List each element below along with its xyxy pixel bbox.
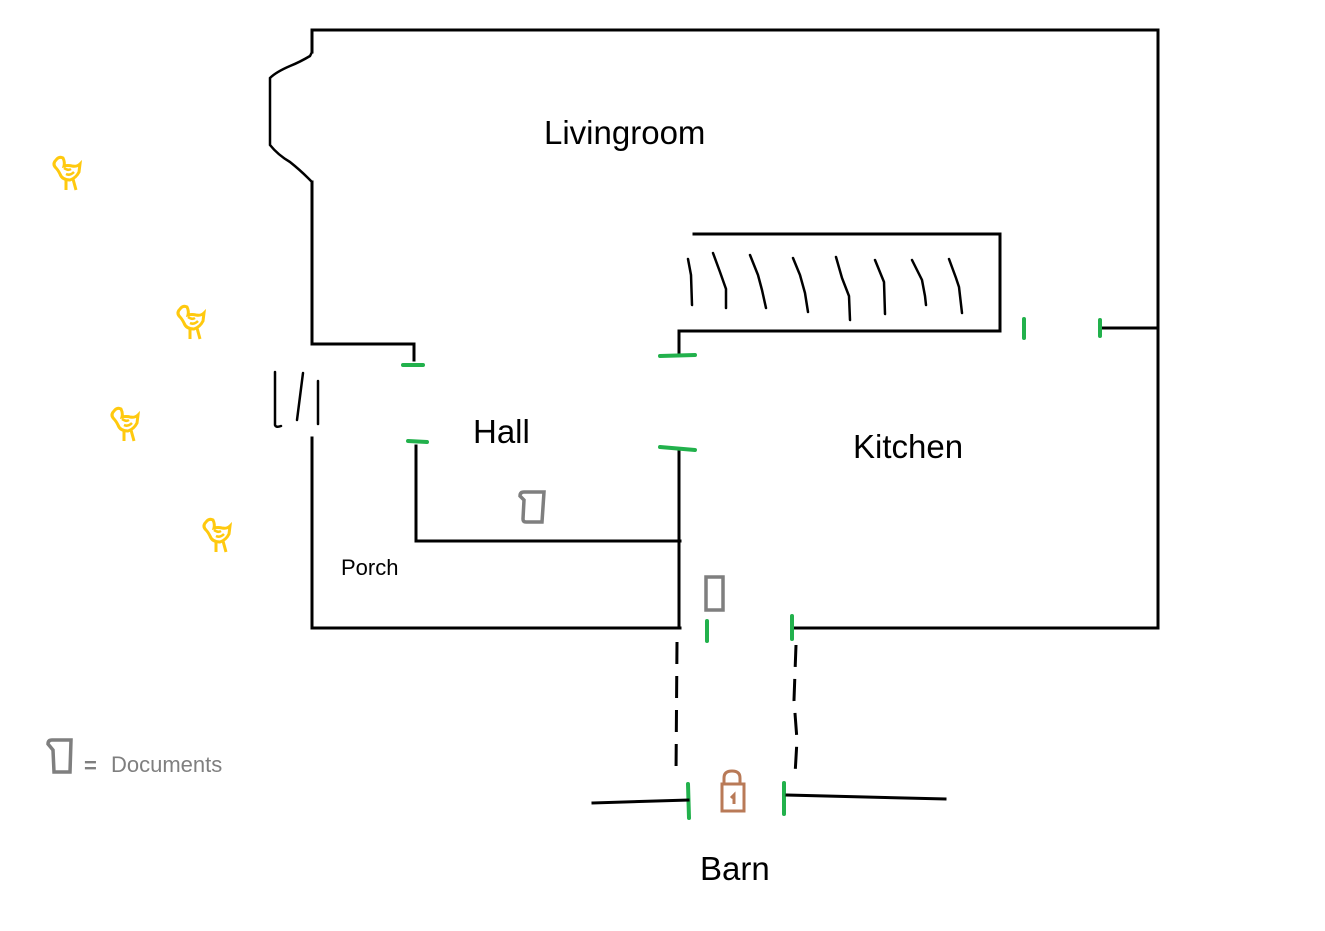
entrance-door-leaf-2	[295, 371, 305, 422]
padlock-icon[interactable]	[720, 769, 746, 813]
room-label-kitchen: Kitchen	[853, 428, 963, 465]
path-right-edge	[792, 644, 800, 780]
path-to-barn	[674, 641, 800, 780]
barn-wall-left	[591, 798, 690, 805]
chicken-icon	[202, 517, 233, 553]
path-left-edge	[674, 641, 679, 776]
staircase	[686, 232, 1002, 333]
legend-equals: =	[84, 753, 97, 778]
document-icon-kitchen[interactable]	[704, 575, 725, 612]
door-kitchen-hall-bottom[interactable]	[658, 445, 697, 452]
bay-window	[268, 50, 314, 184]
entrance-door-leaf-1	[273, 370, 283, 429]
room-label-hall: Hall	[473, 413, 530, 450]
staircase-outline	[692, 232, 1002, 333]
stair-step	[711, 251, 728, 310]
interior-walls	[310, 326, 1160, 630]
stair-step	[791, 256, 810, 314]
barn-wall-right	[785, 793, 947, 801]
stair-step	[834, 255, 852, 322]
chickens	[52, 155, 233, 553]
front-entrance	[273, 370, 320, 429]
staircase-steps	[686, 251, 964, 322]
legend-document-icon	[46, 738, 73, 774]
wall-hall-top	[310, 342, 416, 362]
legend: = Documents	[46, 738, 222, 778]
stair-step	[686, 257, 694, 307]
room-label-barn: Barn	[700, 850, 770, 887]
stair-step	[947, 257, 964, 315]
door-kitchen-hall-top[interactable]	[658, 353, 697, 358]
doors	[401, 317, 1102, 820]
legend-label: Documents	[111, 752, 222, 777]
chicken-icon	[52, 155, 83, 191]
wall-porch-top	[414, 444, 682, 543]
wall-top-and-right	[310, 28, 1160, 330]
barn-wall	[591, 793, 947, 805]
outer-walls	[268, 28, 1160, 630]
door-hall-bottom[interactable]	[406, 439, 429, 444]
wall-kitchen-top	[677, 329, 1002, 356]
chicken-icon	[176, 304, 207, 340]
chicken-icon	[110, 406, 141, 442]
stair-step	[873, 258, 887, 316]
stair-step	[910, 258, 928, 307]
room-label-livingroom: Livingroom	[544, 114, 705, 151]
stair-step	[748, 253, 768, 310]
room-label-porch: Porch	[341, 555, 398, 580]
document-icon-hall[interactable]	[518, 490, 546, 524]
